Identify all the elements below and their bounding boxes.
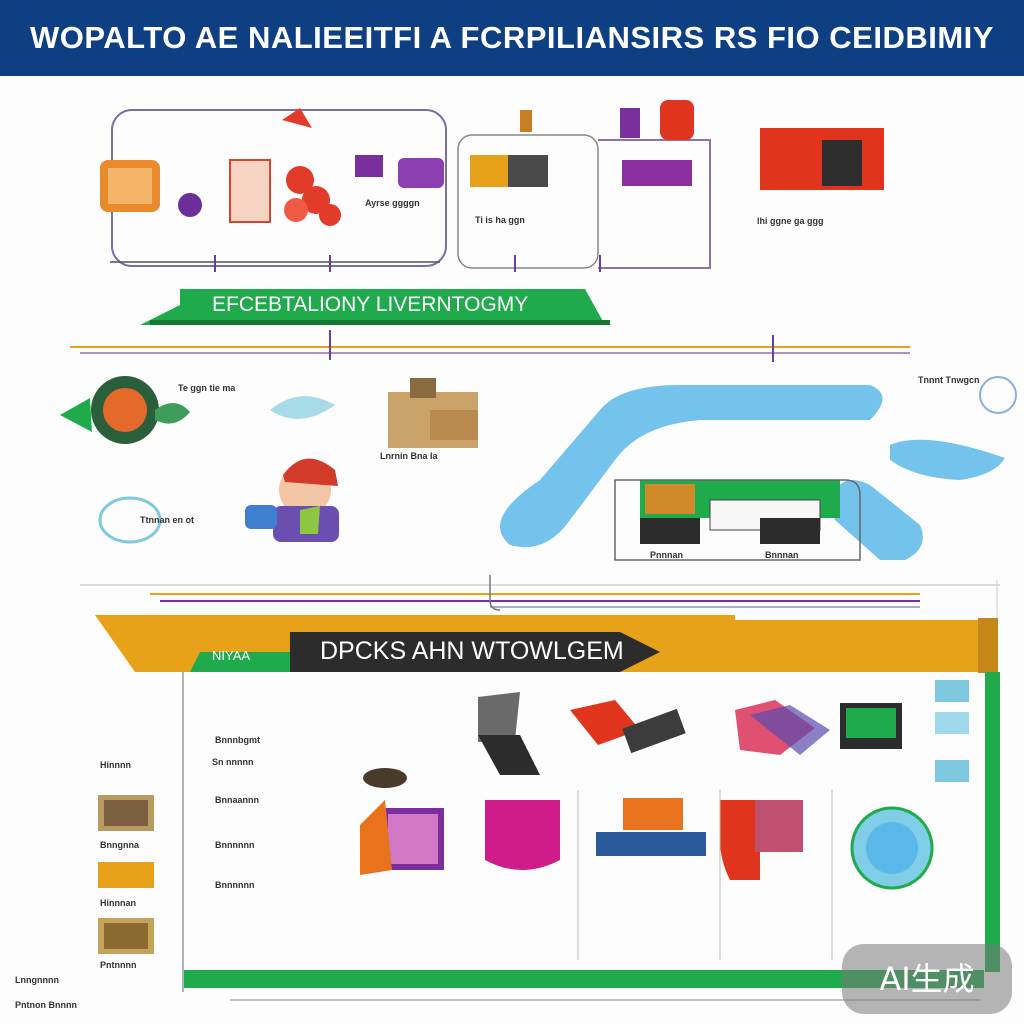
top-right-connector bbox=[598, 139, 711, 269]
dark-cube-icon bbox=[478, 692, 520, 742]
col-text-4: Bnnnnnn bbox=[215, 840, 255, 850]
purple-dot-icon bbox=[178, 193, 202, 217]
title-bar bbox=[0, 0, 1024, 76]
dark-band-label: DPCKS AHN WTOWLGEM bbox=[320, 637, 624, 665]
small-tab-label: NIYAA bbox=[212, 648, 251, 663]
dark-band-shape bbox=[290, 632, 660, 672]
blue-pipe-icon bbox=[500, 385, 883, 548]
legend-text-4: Pntnnnn bbox=[100, 960, 137, 970]
ai-watermark: AI生成 bbox=[842, 944, 1012, 1014]
purple-panel-icon bbox=[622, 160, 692, 186]
top-left-container bbox=[111, 109, 447, 267]
red-grid-icon bbox=[229, 159, 271, 223]
magenta-cup-icon bbox=[485, 800, 560, 870]
purple-swatch-icon bbox=[398, 158, 444, 188]
bottom-text-1: Lnngnnnn bbox=[15, 975, 59, 985]
purple-tower-icon bbox=[620, 108, 640, 138]
green-floor bbox=[184, 970, 984, 988]
red-kite-icon bbox=[570, 700, 640, 745]
panel-caption-2: Bnnnan bbox=[765, 550, 799, 560]
green-band-label: EFCEBTALIONY LIVERNTOGMY bbox=[212, 293, 529, 316]
yellow-block-icon bbox=[470, 155, 510, 187]
col-text-5: Bnnnnnn bbox=[215, 880, 255, 890]
desk-text: Ti is ha ggn bbox=[475, 215, 525, 225]
mid-caption: Te ggn tie ma bbox=[178, 383, 236, 393]
page-title: WOPALTO AE NALIEEITFI A FCRPILIANSIRS RS… bbox=[30, 20, 994, 55]
red-tower-icon bbox=[660, 100, 694, 140]
red-chair-icon bbox=[720, 800, 760, 880]
left-caption: Ttnnan en ot bbox=[140, 515, 194, 525]
legend-text-3: Hinnnan bbox=[100, 898, 136, 908]
bottom-text-2: Pntnon Bnnnn bbox=[15, 1000, 77, 1010]
orange-tank-icon bbox=[623, 798, 683, 830]
col-text-3: Bnnaannn bbox=[215, 795, 259, 805]
person-caption: Lnrnin Bna Ia bbox=[380, 451, 438, 461]
top-pill-text: Ayrse ggggn bbox=[365, 198, 420, 208]
col-text-2: Sn nnnnn bbox=[212, 757, 254, 767]
green-rail bbox=[985, 672, 1000, 972]
panel-caption-1: Pnnnan bbox=[650, 550, 683, 560]
legend-text-1: Hinnnn bbox=[100, 760, 131, 770]
right-small-text: Tnnnt Tnwgcn bbox=[918, 375, 980, 385]
red-box-text: lhi ggne ga ggg bbox=[757, 216, 824, 226]
top-mid-container bbox=[457, 134, 599, 269]
green-band-shape bbox=[140, 289, 605, 325]
legend-swatch-2 bbox=[98, 862, 154, 888]
legend-text-2: Bnngnna bbox=[100, 840, 139, 850]
bubble-icon bbox=[98, 496, 162, 544]
col-text-1: Bnnnbgmt bbox=[215, 735, 260, 745]
cloud-icon bbox=[270, 396, 335, 419]
